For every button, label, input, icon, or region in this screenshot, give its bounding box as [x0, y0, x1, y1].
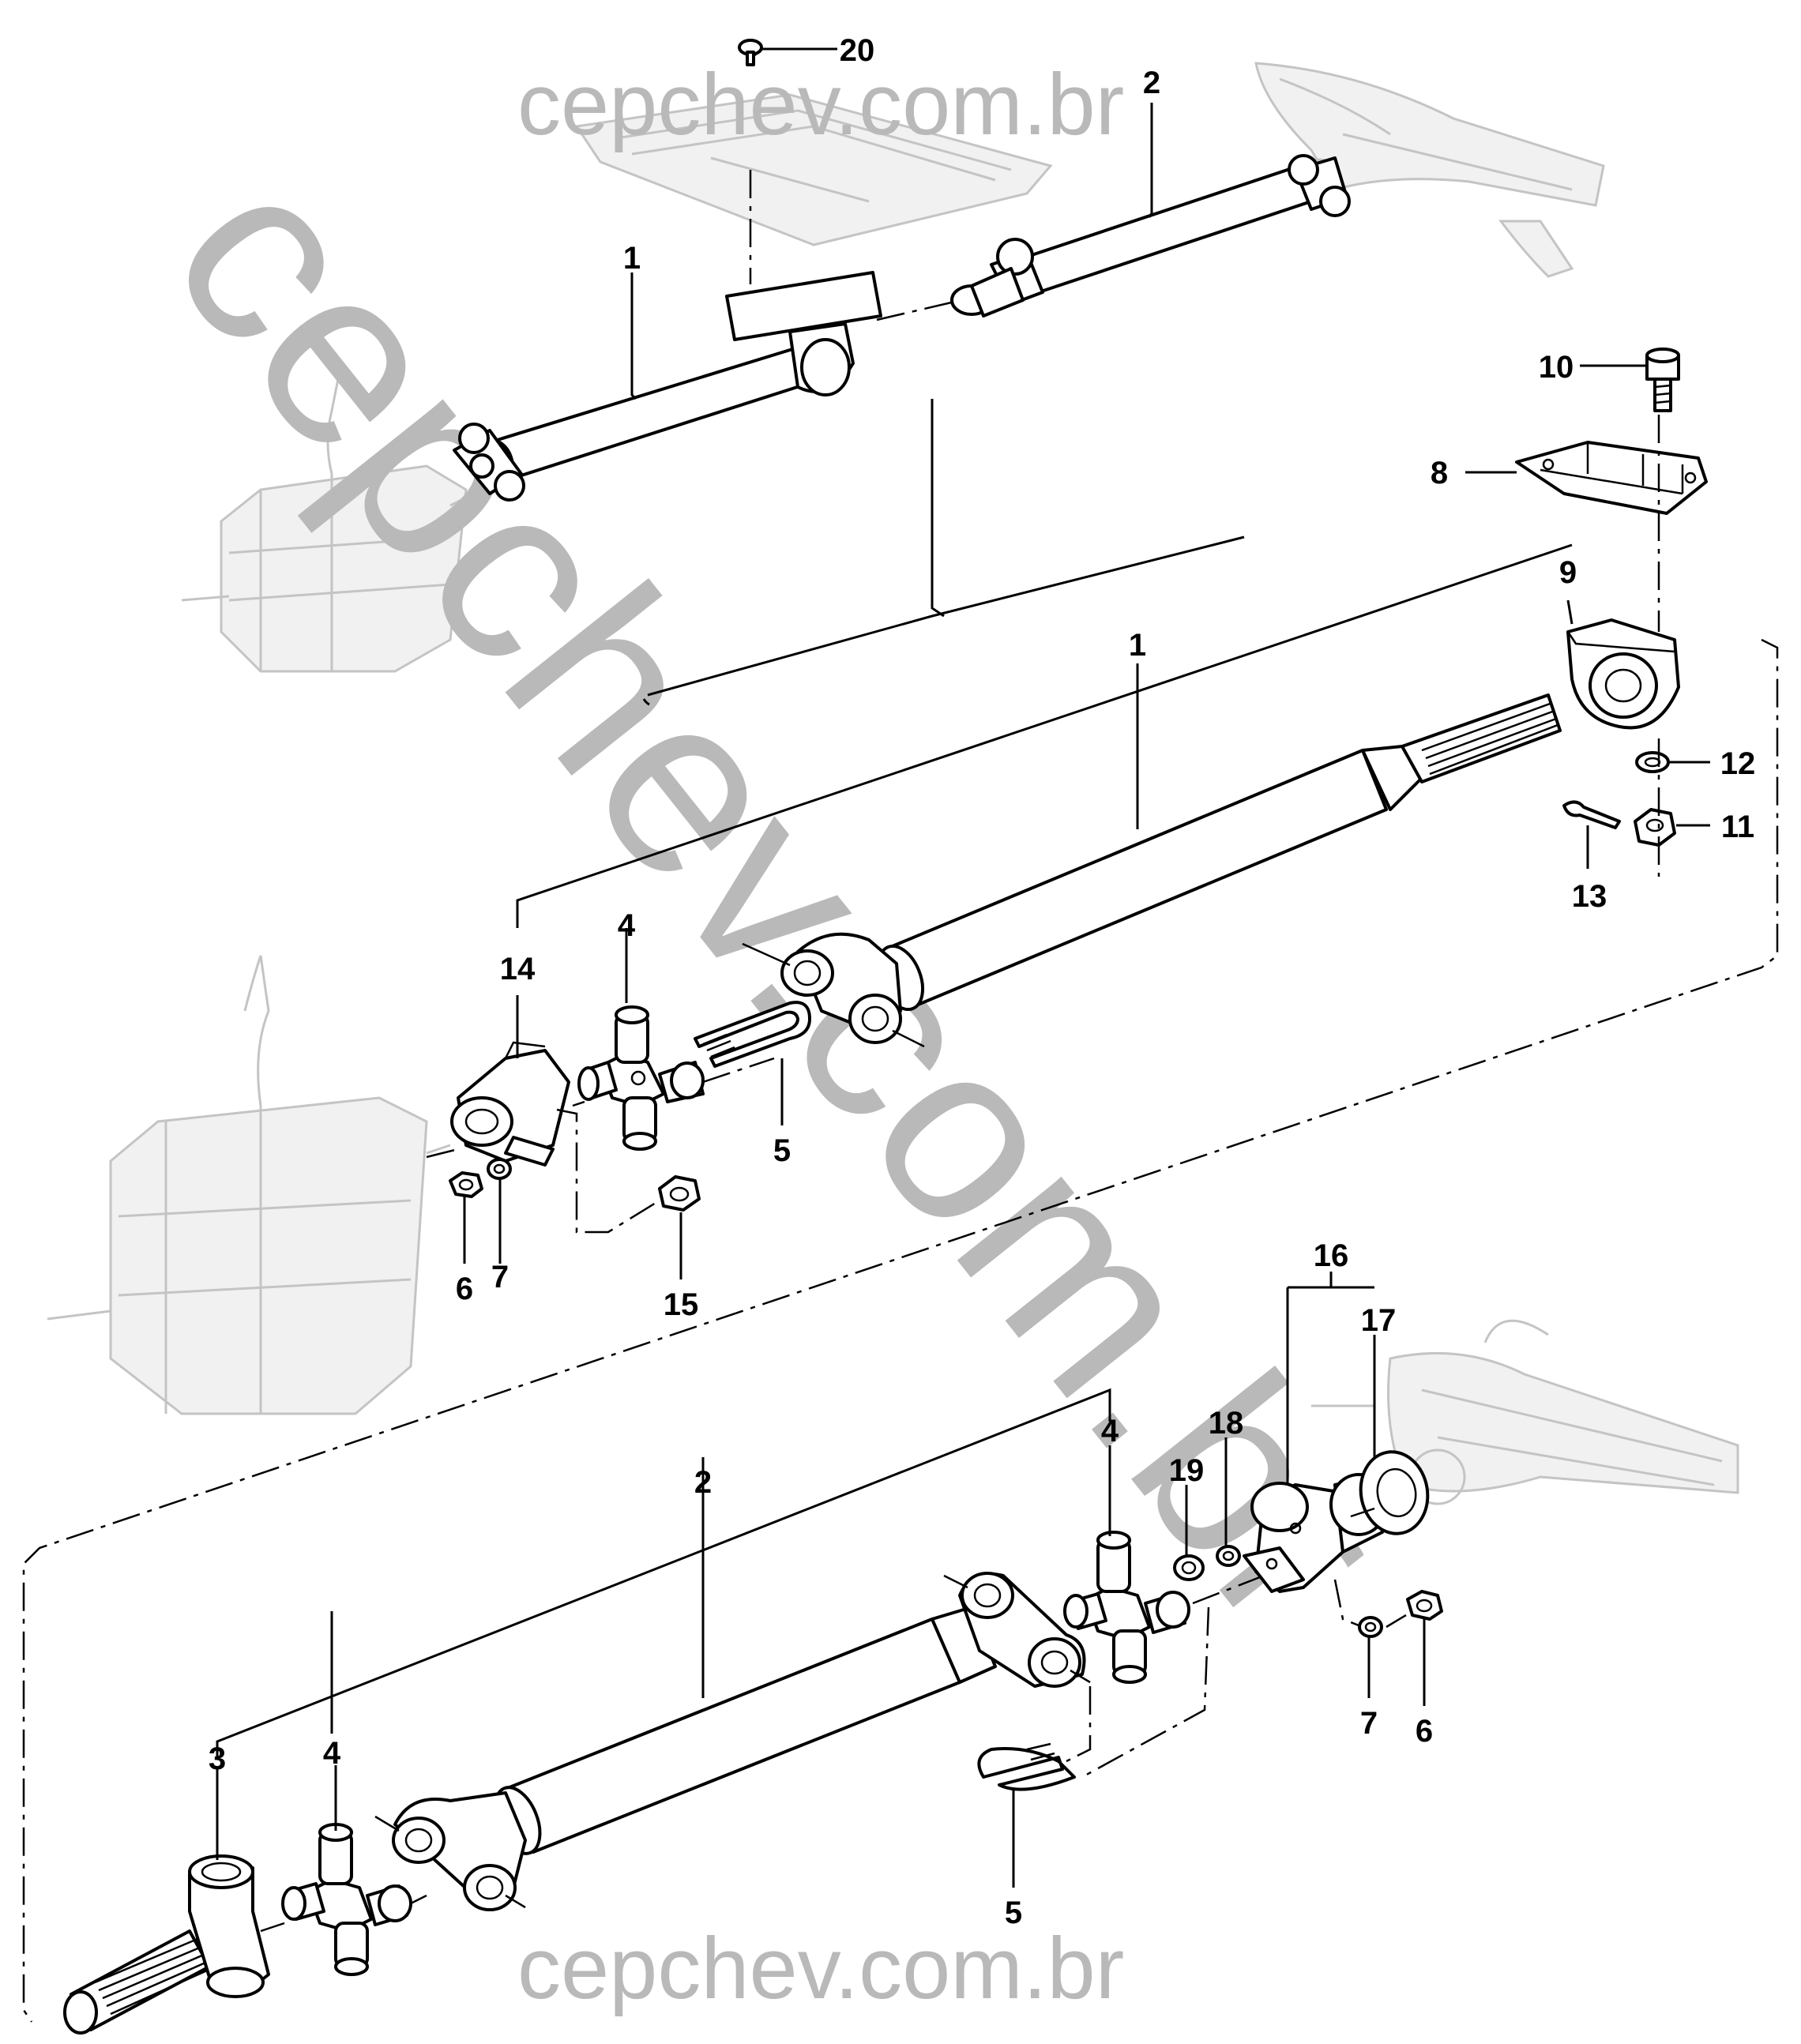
washer-7b: [1358, 1616, 1383, 1638]
callout-5-front: 5: [773, 1133, 791, 1168]
bolt-10: [1645, 348, 1680, 412]
cotter-pin-13: [1562, 800, 1621, 829]
seal-17: [1359, 1450, 1430, 1535]
callout-4-front: 4: [618, 908, 636, 943]
ghost-transmission-bottom: [47, 955, 451, 1415]
callout-6-rear: 6: [1416, 1714, 1433, 1749]
callout-14: 14: [500, 952, 536, 986]
watermark-bottom: cepchev.com.br: [517, 1920, 1124, 2017]
nut-11: [1634, 808, 1676, 847]
ghost-transmission-top: [181, 370, 483, 673]
callout-6-front: 6: [456, 1272, 473, 1306]
washer-12: [1635, 751, 1670, 773]
callout-17: 17: [1361, 1303, 1397, 1338]
center-bearing-top: [725, 271, 882, 396]
callout-15: 15: [664, 1287, 699, 1322]
callout-19: 19: [1169, 1453, 1205, 1488]
exploded-shaft-2: [374, 1572, 1091, 1911]
u-joint-cross-4c: [281, 1823, 412, 1976]
u-joint-front-top: [453, 423, 525, 502]
callout-4-bottom: 4: [323, 1736, 341, 1771]
u-joint-cross-4a: [577, 1005, 705, 1151]
ghost-floor-pan: [574, 93, 1053, 246]
callout-16: 16: [1314, 1238, 1349, 1273]
washer-18: [1216, 1545, 1241, 1567]
u-bolt-5b: [977, 1742, 1076, 1791]
screw-20: [738, 39, 763, 66]
nut-15: [658, 1175, 701, 1212]
callout-11: 11: [1721, 810, 1754, 844]
callout-2-top: 2: [1143, 66, 1160, 100]
callout-5-rear: 5: [1005, 1896, 1022, 1930]
nut-6b: [1406, 1590, 1443, 1621]
callout-7-rear: 7: [1360, 1706, 1378, 1741]
callout-2-exploded: 2: [694, 1465, 712, 1500]
washer-7a: [487, 1158, 512, 1180]
support-9: [1566, 618, 1680, 730]
slip-yoke-3: [63, 1854, 270, 2035]
callout-4-rear: 4: [1101, 1414, 1119, 1448]
callout-20: 20: [840, 33, 875, 68]
u-bolt-5a: [694, 1001, 811, 1068]
callout-18: 18: [1209, 1406, 1244, 1441]
flange-yoke-14: [450, 1041, 570, 1167]
callout-10: 10: [1539, 350, 1574, 385]
top-assembly: [453, 39, 1351, 502]
callout-12: 12: [1720, 746, 1756, 781]
callout-7-front: 7: [491, 1260, 509, 1294]
callout-9: 9: [1559, 555, 1577, 590]
u-joint-mid-top: [950, 238, 1044, 317]
nut-6a: [449, 1171, 483, 1198]
callout-3: 3: [209, 1742, 226, 1776]
bracket-8: [1515, 441, 1708, 515]
bushing-19: [1173, 1554, 1205, 1581]
callout-8: 8: [1431, 456, 1448, 490]
callout-1-exploded: 1: [1129, 628, 1146, 663]
u-joint-cross-4b: [1063, 1531, 1190, 1684]
u-joint-rear-top: [1288, 154, 1351, 217]
exploded-shaft-1: [742, 693, 1562, 1048]
callout-13: 13: [1572, 879, 1607, 914]
ghost-rear-axle-bottom: [1311, 1319, 1739, 1505]
watermark-top: cepchev.com.br: [517, 56, 1124, 153]
callout-1-top: 1: [623, 241, 641, 276]
leader-lines: [216, 47, 1710, 1888]
